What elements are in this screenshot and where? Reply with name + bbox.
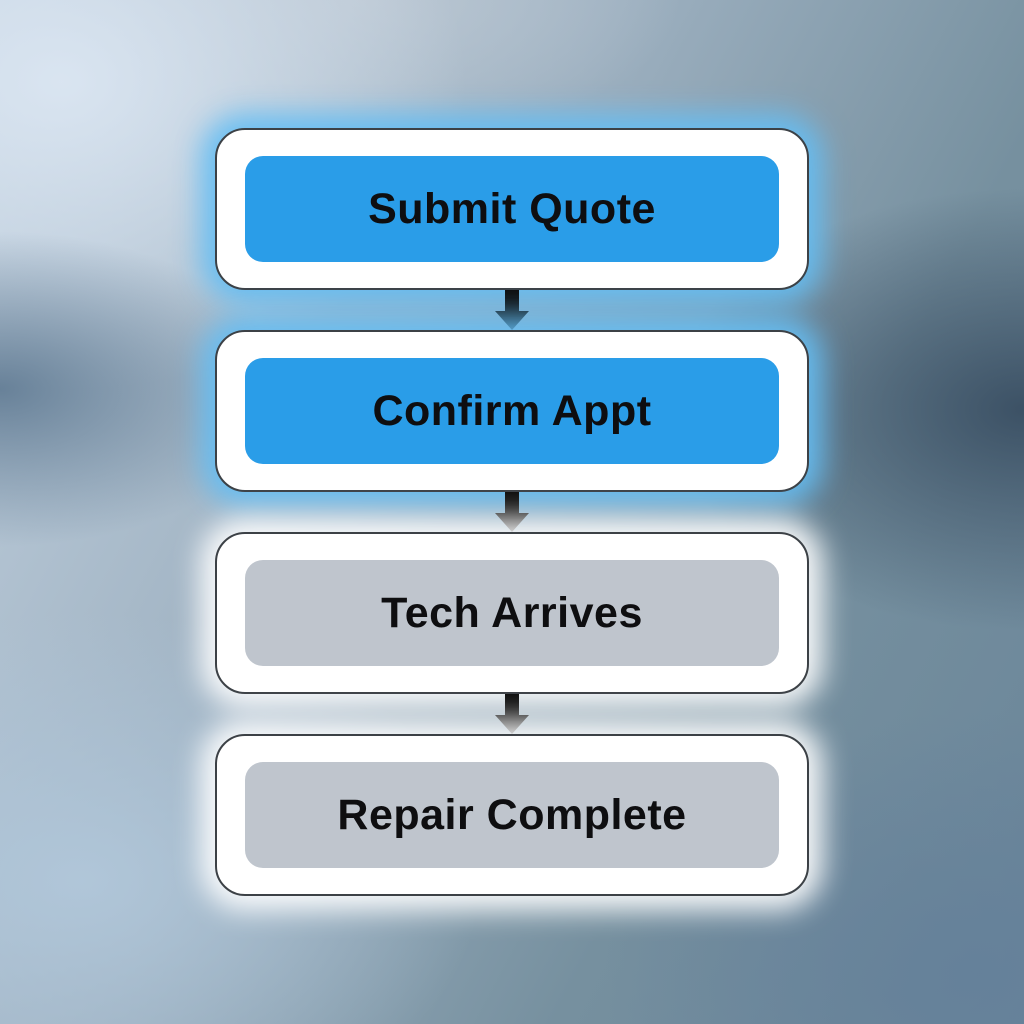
flow-node-fill: Tech Arrives: [245, 560, 779, 666]
node-repair-complete: Repair Complete: [215, 734, 809, 896]
flow-node-label: Submit Quote: [368, 184, 656, 233]
flow-connector: [494, 492, 530, 532]
flowchart: Submit Quote Confirm Appt Tech Arrives R…: [215, 128, 809, 896]
arrow-down-icon: [495, 492, 529, 532]
flow-node-label: Confirm Appt: [372, 386, 652, 435]
flow-node-label: Repair Complete: [337, 790, 687, 839]
flow-node-fill: Repair Complete: [245, 762, 779, 868]
flow-connector: [494, 694, 530, 734]
flow-connector: [494, 290, 530, 330]
flow-node-fill: Confirm Appt: [245, 358, 779, 464]
arrow-down-icon: [495, 694, 529, 734]
arrow-down-icon: [495, 290, 529, 330]
flow-node-fill: Submit Quote: [245, 156, 779, 262]
node-submit-quote: Submit Quote: [215, 128, 809, 290]
node-confirm-appt: Confirm Appt: [215, 330, 809, 492]
node-tech-arrives: Tech Arrives: [215, 532, 809, 694]
flow-node-label: Tech Arrives: [381, 588, 643, 637]
